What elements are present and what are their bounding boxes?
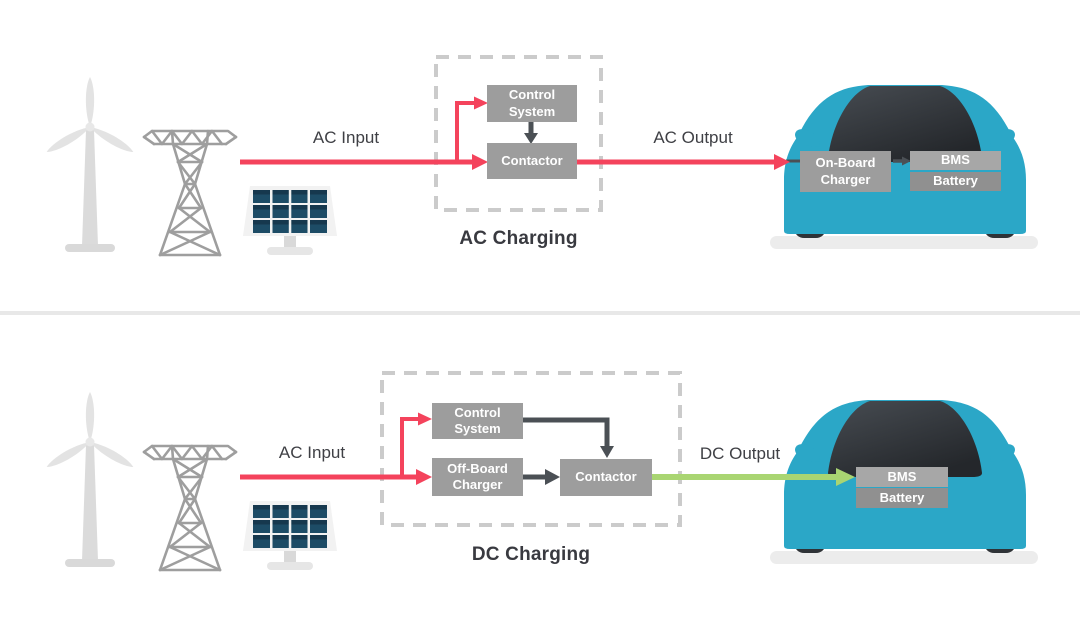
- dc-section-ac-input-arrowhead: [416, 469, 432, 485]
- dc-output-label: DC Output: [699, 444, 781, 463]
- ac-output-label: AC Output: [653, 128, 733, 147]
- dc-control-signal-arrowhead: [600, 446, 614, 458]
- dc-battery-box: Battery: [856, 488, 948, 508]
- transmission-tower-icon: [140, 122, 240, 258]
- dc-section-title: DC Charging: [471, 544, 591, 565]
- ac-battery-box: Battery: [910, 172, 1001, 191]
- ac-onboard-charger-box: On-Board Charger: [800, 151, 891, 192]
- dc-bms-box: BMS: [856, 467, 948, 487]
- ac-bms-box: BMS: [910, 151, 1001, 170]
- ac-input-label: AC Input: [312, 128, 380, 147]
- dc-section-ac-input-label: AC Input: [278, 443, 346, 462]
- dc-control-signal-line: [523, 417, 610, 446]
- section-divider: [0, 311, 1080, 315]
- wind-turbine-icon: [25, 72, 155, 257]
- dc-branch-arrowhead: [418, 412, 432, 426]
- dc-offboard-charger-box: Off-Board Charger: [432, 458, 523, 496]
- ac-branch-line: [455, 101, 474, 160]
- ac-contactor-box: Contactor: [487, 143, 577, 179]
- solar-panel-icon: [240, 186, 340, 258]
- ac-input-arrowhead: [472, 154, 488, 170]
- ac-station-dashed-box: [434, 55, 603, 212]
- dc-contactor-box: Contactor: [560, 459, 652, 496]
- dc-charger-to-contactor-arrowhead: [545, 469, 560, 485]
- dc-control-system-box: Control System: [432, 403, 523, 439]
- ac-branch-arrowhead: [474, 96, 488, 110]
- solar-panel-icon: [240, 501, 340, 573]
- dc-branch-line: [400, 417, 418, 475]
- ac-control-system-box: Control System: [487, 85, 577, 122]
- ac-section-title: AC Charging: [459, 228, 578, 249]
- transmission-tower-icon: [140, 437, 240, 573]
- wind-turbine-icon: [25, 387, 155, 572]
- dc-station-dashed-box: [380, 371, 682, 527]
